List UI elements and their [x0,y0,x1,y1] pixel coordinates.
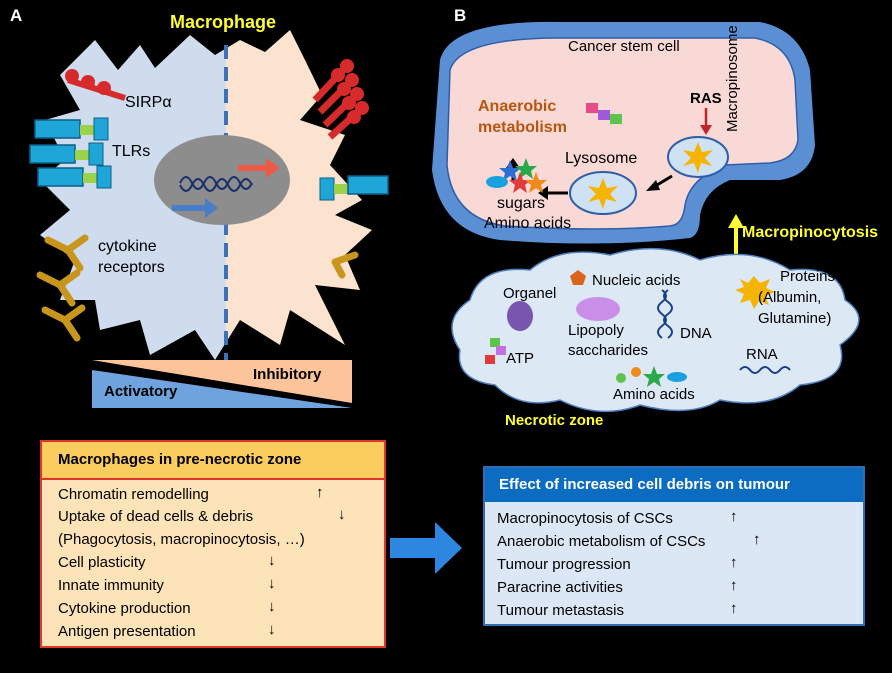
metabolism-label: metabolism [478,119,567,136]
blocks-icon [586,103,622,124]
sirpa-inhibitory-receptors-icon [312,59,369,140]
activatory-gradient [92,370,352,408]
macropinocytosis-label: Macropinocytosis [742,224,879,241]
up-arrow-icon: ↑ [730,554,738,571]
down-arrow-icon: ↓ [268,552,276,569]
atp-icon [485,338,506,364]
box-left-row: (Phagocytosis, macropinocytosis, …) [58,531,305,548]
box-right-row: Paracrine activities [497,579,623,596]
up-arrow-icon: ↑ [730,508,738,525]
tlrs-label: TLRs [112,143,151,160]
box-left-row: Innate immunity [58,577,164,594]
cytokine-receptors-icon [36,234,359,342]
rna-label: RNA [746,346,778,363]
protein-icon [735,276,775,309]
inhibitory-gradient [92,360,352,403]
nucleic-acid-icon [570,270,586,285]
inhibitory-label: Inhibitory [253,366,322,383]
rna-icon [739,366,791,374]
box-left-row: Cytokine production [58,600,191,617]
box-right-header: Effect of increased cell debris on tumou… [485,468,863,502]
up-arrow-icon: ↑ [753,531,761,548]
lipopoly-label: Lipopoly [568,322,624,339]
nutrient-molecules-icon [486,158,547,193]
down-arrow-icon: ↓ [268,598,276,615]
glutamine-label: Glutamine) [758,310,832,327]
box-right-row: Macropinocytosis of CSCs [497,510,673,527]
box-right-title: Effect of increased cell debris on tumou… [499,476,790,493]
macropinosome-label: Macropinosome [724,25,741,132]
macropinosome-vesicle [667,136,729,178]
down-arrow-icon: ↓ [268,621,276,638]
arrow-to-lysosome-icon [646,180,660,191]
sirpa-receptor-icon [65,69,126,101]
activatory-label: Activatory [104,383,178,400]
cell-debris-effect-box: Effect of increased cell debris on tumou… [483,466,865,626]
ras-label: RAS [690,90,722,107]
down-arrow-icon: ↓ [268,575,276,592]
box-right-row: Anaerobic metabolism of CSCs [497,533,706,550]
box-left-row: Antigen presentation [58,623,196,640]
necrotic-zone-label: Necrotic zone [505,412,604,429]
up-arrow-icon: ↑ [730,577,738,594]
tlr-inhibitory-icon [319,175,389,201]
receptors-label: receptors [98,259,165,276]
macrophage-prenecrotic-box: Macrophages in pre-necrotic zone Chromat… [40,440,386,648]
amino-acids-necrotic-label: Amino acids [613,386,695,403]
cancer-stem-cell-label: Cancer stem cell [568,38,680,55]
proteins-label: Proteins [780,268,836,285]
box-right-row: Tumour progression [497,556,631,573]
saccharides-label: saccharides [568,342,649,359]
amino-acids-cell-label: Amino acids [484,215,572,232]
box-left-row: Uptake of dead cells & debris [58,508,254,525]
box-right-row: Tumour metastasis [497,602,624,619]
red-arrow-icon [238,158,280,178]
albumin-label: (Albumin, [758,289,822,306]
amino-acid-molecules-icon [616,366,687,387]
up-arrow-icon: ↑ [730,600,738,617]
lysosome-label: Lysosome [565,150,638,167]
tlr-receptors-icon [29,117,112,189]
macrophage-title: Macrophage [170,12,277,32]
organel-icon [507,301,533,331]
atp-label: ATP [506,350,535,367]
anaerobic-label: Anaerobic [478,98,557,115]
organel-label: Organel [503,285,557,302]
nucleic-acids-label: Nucleic acids [592,272,681,289]
panel-a-letter: A [10,6,23,25]
box-left-title: Macrophages in pre-necrotic zone [58,451,302,468]
dna-label: DNA [680,325,712,342]
sugars-label: sugars [497,195,546,212]
sirpa-label: SIRPα [125,94,172,111]
lipopolysaccharide-icon [576,297,620,321]
box-left-row: Cell plasticity [58,554,146,571]
down-arrow-icon: ↓ [338,506,346,523]
up-arrow-icon: ↑ [316,484,324,501]
cytokine-label: cytokine [98,238,157,255]
box-left-row: Chromatin remodelling [58,486,209,503]
panel-b-letter: B [454,6,467,25]
box-left-header: Macrophages in pre-necrotic zone [42,442,384,480]
blue-arrow-icon [172,198,218,218]
lysosome-vesicle [569,171,637,215]
flow-arrow-icon [390,522,462,574]
